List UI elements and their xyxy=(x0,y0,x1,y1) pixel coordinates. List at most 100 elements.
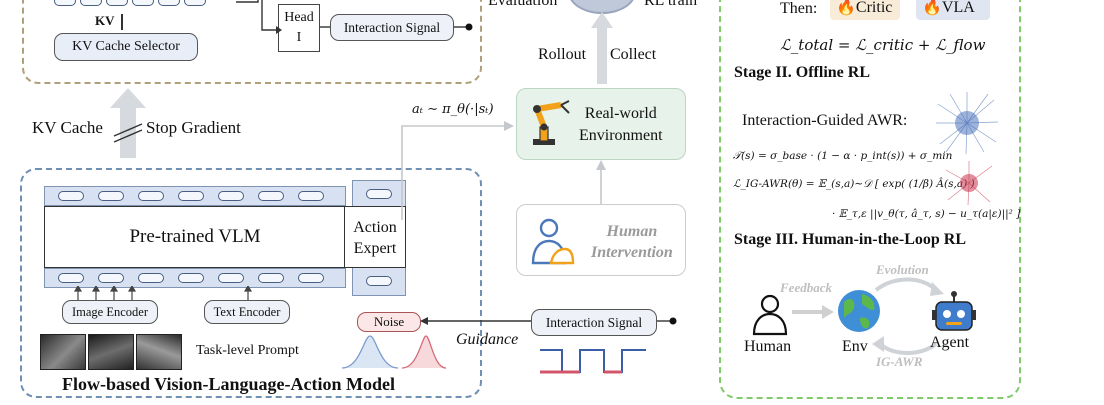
camera-image-3 xyxy=(136,334,182,370)
temperature-equation: 𝒯(s) = σ_base · (1 − α · p_int(s)) + σ_m… xyxy=(733,150,953,162)
env-text: Env xyxy=(842,338,868,355)
critic-label: Critic xyxy=(855,0,893,16)
human-label: Human xyxy=(606,223,658,240)
total-loss-equation: ℒ_total = ℒ_critic + ℒ_flow xyxy=(780,36,986,54)
interaction-signal-bottom-label: Interaction Signal xyxy=(545,314,643,330)
top-token-row xyxy=(54,0,222,8)
vla-model-container xyxy=(20,168,482,398)
human-text: Human xyxy=(744,338,792,355)
upper-module-container xyxy=(22,0,482,84)
robot-arm-icon xyxy=(533,100,570,145)
blue-scatter-plot xyxy=(936,92,998,154)
fire-icon: 🔥 xyxy=(922,0,942,16)
human-to-env-arrow xyxy=(596,160,606,204)
action-to-env-arrow xyxy=(401,121,514,220)
vlm-token xyxy=(138,273,164,283)
evolution-label: Evolution xyxy=(876,262,929,277)
vlm-token xyxy=(258,191,284,201)
pretrained-vlm-label: Pre-trained VLM xyxy=(129,226,261,247)
vlm-token xyxy=(258,273,284,283)
head-label: Head xyxy=(284,10,314,25)
vlm-token xyxy=(298,191,324,201)
awr-title: Interaction-Guided AWR: xyxy=(742,112,908,129)
vlm-token xyxy=(98,273,124,283)
model-title: Flow-based Vision-Language-Action Model xyxy=(62,374,396,394)
head-block: Head I xyxy=(278,4,320,52)
noise-distributions xyxy=(341,335,447,369)
agent-text: Agent xyxy=(930,334,970,351)
intervention-label: Intervention xyxy=(591,244,673,261)
rl-train-label: RL train xyxy=(644,0,698,9)
image-encoder-label: Image Encoder xyxy=(71,304,148,319)
action-expert-label-1: Action xyxy=(353,219,397,236)
signal-square-wave xyxy=(540,349,646,374)
stage2-title: Stage II. Offline RL xyxy=(734,64,870,81)
collect-label: Collect xyxy=(610,46,657,63)
vlm-token xyxy=(218,273,244,283)
action-token-bottom xyxy=(366,276,392,286)
guidance-label: Guidance xyxy=(456,331,519,348)
task-prompt: Task-level Prompt xyxy=(196,343,299,358)
evolution-loop-arrows xyxy=(872,277,944,355)
text-encoder: Text Encoder xyxy=(204,300,290,324)
action-token-top xyxy=(366,189,392,199)
camera-image-1 xyxy=(40,334,86,370)
critic-badge: 🔥Critic xyxy=(830,0,900,20)
real-world-environment: Real-world Environment xyxy=(516,88,686,160)
stop-gradient-mark xyxy=(113,123,143,143)
action-expert: Action Expert xyxy=(344,206,406,268)
camera-image-2 xyxy=(88,334,134,370)
noise-label: Noise xyxy=(373,314,405,329)
policy-equation: aₜ ∼ π_θ(·|sₜ) xyxy=(412,102,494,117)
interaction-signal-bottom: Interaction Signal xyxy=(531,309,657,336)
vlm-token xyxy=(218,191,244,201)
stop-gradient-label: Stop Gradient xyxy=(146,118,241,137)
human-icon xyxy=(752,294,788,336)
env-label-2: Environment xyxy=(579,127,663,144)
noise-node: Noise xyxy=(357,312,421,332)
vlm-token xyxy=(98,191,124,201)
ig-awr-loss-equation: ℒ_IG-AWR(θ) = 𝔼_(s,a)∼𝒟 [ exp( (1/β) Â(s… xyxy=(733,178,975,190)
vlm-token xyxy=(58,273,84,283)
vlm-token xyxy=(58,191,84,201)
pretrained-vlm: Pre-trained VLM xyxy=(44,206,346,268)
image-encoder: Image Encoder xyxy=(62,300,158,324)
feedback-label: Feedback xyxy=(780,280,832,295)
vlm-token xyxy=(298,273,324,283)
interaction-signal-top-label: Interaction Signal xyxy=(343,19,441,35)
stage3-title: Stage III. Human-in-the-Loop RL xyxy=(734,231,967,248)
rollout-label: Rollout xyxy=(538,46,587,63)
ig-awr-loss-equation-cont: · 𝔼_τ,ε ||v_θ(τ, â_τ, s) − u_τ(a|ε)||² ] xyxy=(832,208,1021,220)
robot-icon xyxy=(932,291,976,331)
kv-cache-selector: KV Cache Selector xyxy=(54,33,198,61)
env-label-1: Real-world xyxy=(584,105,657,122)
vla-badge: 🔥VLA xyxy=(916,0,990,20)
interaction-signal-top: Interaction Signal xyxy=(330,14,454,41)
human-intervention-icon xyxy=(531,218,575,265)
kv-cache-selector-label: KV Cache Selector xyxy=(72,39,180,54)
vlm-token xyxy=(178,191,204,201)
rollout-collect-arrow xyxy=(591,12,613,84)
kv-label: KV xyxy=(95,13,115,28)
red-scatter-plot xyxy=(945,161,993,206)
upper-connectors xyxy=(236,0,473,34)
text-encoder-label: Text Encoder xyxy=(213,304,281,319)
training-stages-container xyxy=(719,0,1021,399)
guidance-connectors xyxy=(420,317,677,325)
vla-label: VLA xyxy=(941,0,975,16)
ig-awr-label: IG-AWR xyxy=(876,354,923,369)
feedback-arrow xyxy=(792,305,834,319)
head-index: I xyxy=(296,30,302,45)
evaluation-label: Evaluation xyxy=(488,0,558,9)
encoder-arrows xyxy=(73,286,253,300)
vlm-token xyxy=(138,191,164,201)
stop-gradient-arrow xyxy=(110,88,146,158)
globe-icon xyxy=(838,290,880,332)
action-expert-label-2: Expert xyxy=(353,240,397,257)
vlm-token xyxy=(178,273,204,283)
kv-arrow xyxy=(121,14,123,30)
then-label: Then: xyxy=(780,0,818,17)
fire-icon: 🔥 xyxy=(836,0,856,16)
human-intervention: Human Intervention xyxy=(516,204,686,276)
kv-cache-label: KV Cache xyxy=(32,118,103,137)
